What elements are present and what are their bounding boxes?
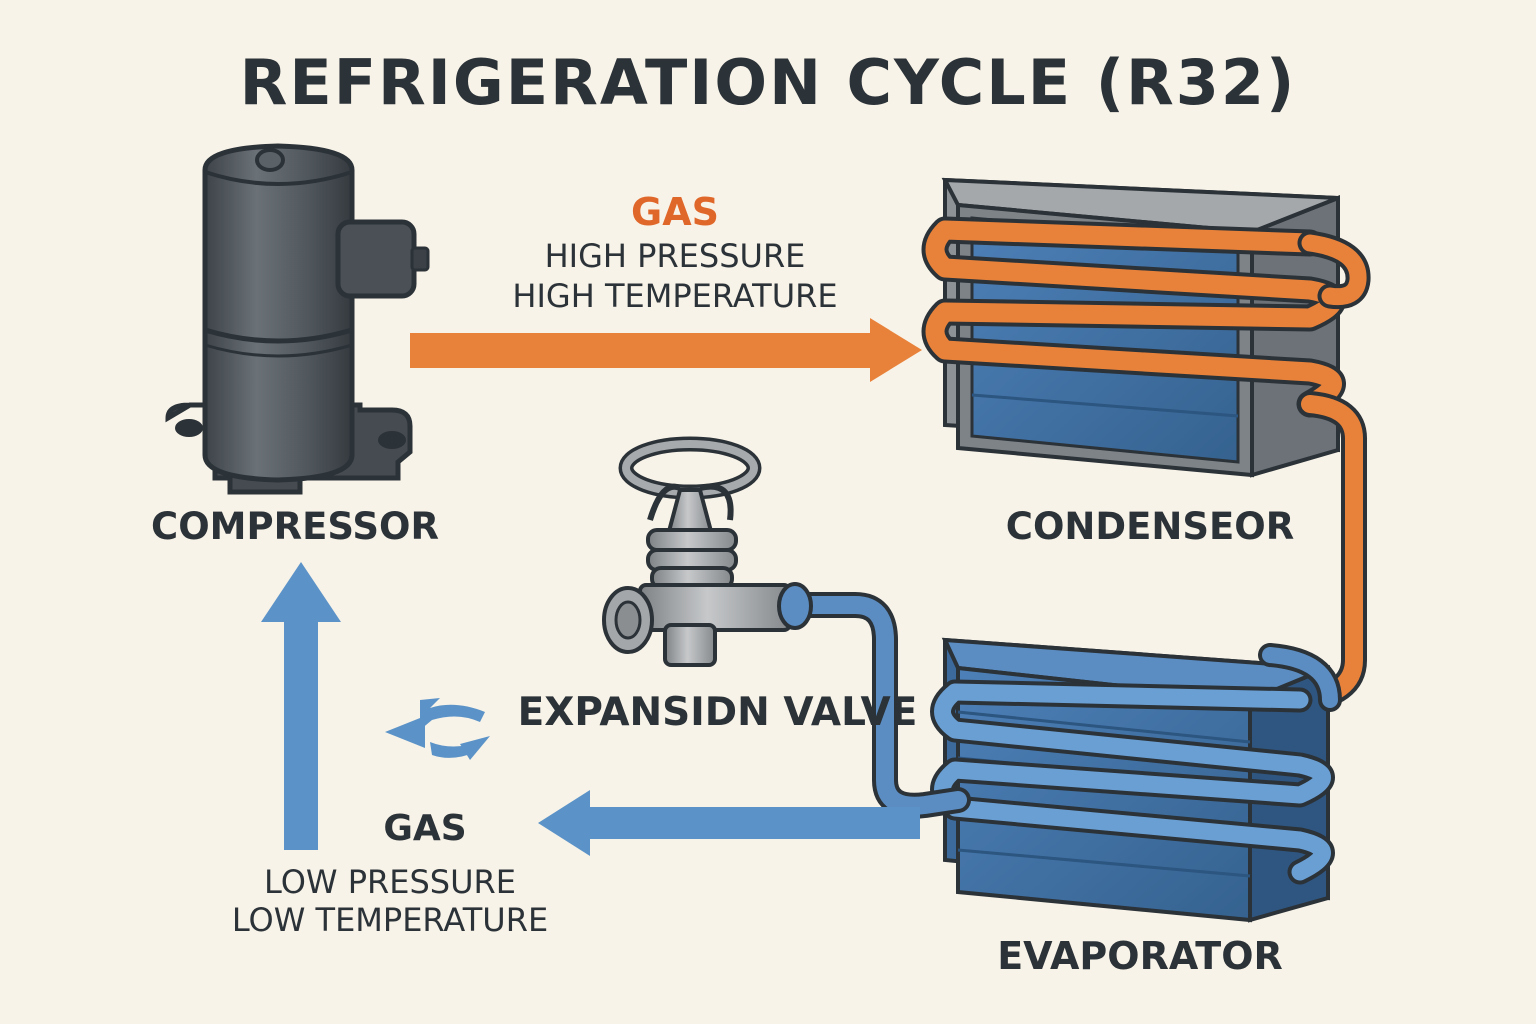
expansion-line-pipe (777, 592, 971, 819)
evaporator-label: EVAPORATOR (997, 934, 1283, 978)
low-side-pressure-label: LOW PRESSURE (264, 863, 516, 901)
condenser-label: CONDENSEOR (1005, 505, 1295, 548)
low-side-temperature-label: LOW TEMPERATURE (231, 901, 549, 939)
compressor-icon (165, 143, 430, 495)
expansion-valve-label: EXPANSIDN VALVE (517, 690, 918, 735)
high-side-state-label: GAS (631, 190, 719, 234)
diagram-title: REFRIGERATION CYCLE (R32) (239, 46, 1297, 119)
evaporator-coil-icon (930, 637, 1342, 923)
expansion-valve-icon (602, 436, 813, 667)
suction-up-arrow (261, 562, 341, 850)
high-side-pressure-label: HIGH PRESSURE (544, 237, 806, 275)
high-side-temperature-label: HIGH TEMPERATURE (512, 277, 838, 315)
low-pressure-flow-arrow (538, 790, 920, 856)
compressor-label: COMPRESSOR (151, 505, 439, 548)
condenser-coil-icon (921, 177, 1371, 478)
high-pressure-flow-arrow (410, 318, 922, 382)
low-side-state-label: GAS (383, 808, 467, 849)
circular-arrows-icon (385, 698, 490, 760)
